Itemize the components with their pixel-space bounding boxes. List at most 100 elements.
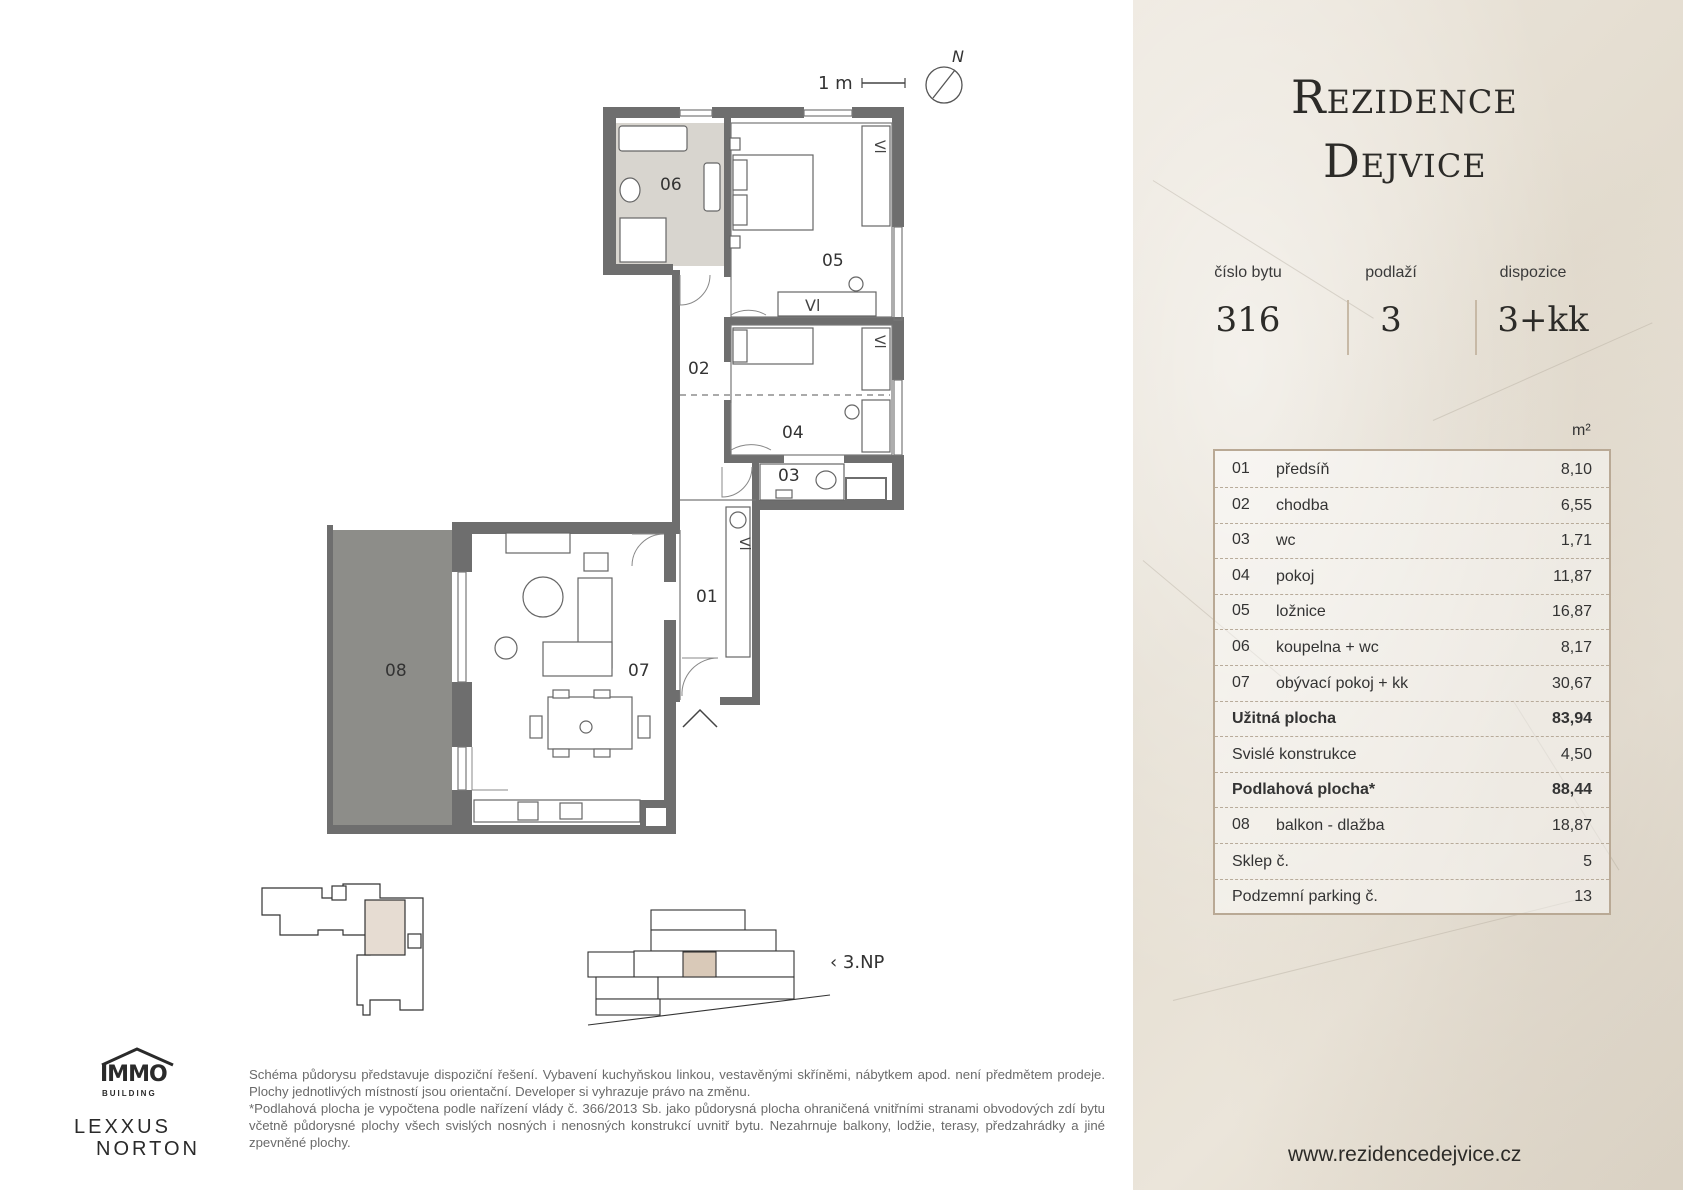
room-area: 1,71 xyxy=(1560,532,1592,550)
walls xyxy=(452,107,904,834)
room-number: 07 xyxy=(1232,673,1250,691)
table-row: 07 obývací pokoj + kk 30,67 xyxy=(1215,665,1609,702)
info-divider xyxy=(1475,300,1477,355)
windows xyxy=(457,109,903,791)
table-row: 05 ložnice 16,87 xyxy=(1215,593,1609,631)
table-row: Podzemní parking č. 13 xyxy=(1215,878,1609,914)
layout-value: 3+kk xyxy=(1497,300,1589,340)
table-row: 04 pokoj 11,87 xyxy=(1215,558,1609,595)
room-area: 6,55 xyxy=(1560,496,1592,514)
room-number: 01 xyxy=(1232,460,1250,477)
table-row: 06 koupelna + wc 8,17 xyxy=(1215,629,1609,666)
room-number: 02 xyxy=(1232,495,1250,513)
disclaimer: Schéma půdorysu představuje dispoziční ř… xyxy=(249,1066,1105,1151)
brand-title-line1: Rezidence xyxy=(1291,70,1518,124)
north-arrow-icon: N xyxy=(925,47,964,104)
bathroom-fixtures xyxy=(618,125,721,263)
room-area: 83,94 xyxy=(1551,710,1592,728)
wc-fixtures xyxy=(759,463,845,501)
room-label-02: 02 xyxy=(688,359,710,379)
room-area: 16,87 xyxy=(1551,603,1592,621)
scale-label: 1 m xyxy=(818,73,853,94)
table-row: 01 předsíň 8,10 xyxy=(1215,451,1609,488)
room-area: 30,67 xyxy=(1551,674,1592,692)
website-link[interactable]: www.rezidencedejvice.cz xyxy=(1288,1143,1522,1166)
table-row: Podlahová plocha* 88,44 xyxy=(1215,771,1609,809)
room-area: 18,87 xyxy=(1551,817,1592,834)
living-room-furniture xyxy=(473,532,651,823)
norton-logo: NORTON xyxy=(96,1138,200,1160)
room-name: Podlahová plocha* xyxy=(1232,781,1376,799)
immo-roof-icon xyxy=(101,1047,174,1067)
floor-label: podlaží xyxy=(1365,264,1417,281)
room-area: 13 xyxy=(1574,888,1592,906)
key-plan-site xyxy=(261,883,424,1016)
room-name: předsíň xyxy=(1276,461,1330,478)
table-row: 08 balkon - dlažba 18,87 xyxy=(1215,807,1609,844)
layout-label: dispozice xyxy=(1499,264,1567,281)
floor-value: 3 xyxy=(1380,300,1402,340)
room-name: ložnice xyxy=(1276,603,1326,621)
area-unit-label: m² xyxy=(1572,422,1591,439)
floor-plan: 1 m N xyxy=(261,47,964,1026)
room-area: 88,44 xyxy=(1551,781,1592,799)
room-area: 8,17 xyxy=(1560,639,1592,656)
fixture-label: Vl xyxy=(736,537,752,550)
brand-title-line2: Dejvice xyxy=(1323,134,1487,188)
room-name: Svislé konstrukce xyxy=(1232,745,1357,763)
table-row: Sklep č. 5 xyxy=(1215,843,1609,880)
immo-logo-sub: BUILDING xyxy=(102,1089,157,1098)
room-name: Podzemní parking č. xyxy=(1232,888,1378,906)
fixture-label: Vl xyxy=(805,296,820,315)
room-name: chodba xyxy=(1276,496,1329,514)
lexxus-logo: LEXXUS xyxy=(74,1116,171,1138)
room-area: 8,10 xyxy=(1560,461,1592,478)
area-table: 01 předsíň 8,10 02 chodba 6,55 03 wc 1,71 04 pokoj… xyxy=(1213,449,1611,915)
table-row: 03 wc 1,71 xyxy=(1215,522,1609,560)
room-name: wc xyxy=(1276,532,1296,550)
room-area: 4,50 xyxy=(1560,745,1592,763)
room-number: 04 xyxy=(1232,566,1250,584)
fixture-label: Vl xyxy=(871,140,887,153)
room-name: obývací pokoj + kk xyxy=(1276,674,1409,692)
room-area: 5 xyxy=(1583,852,1592,870)
room-label-03: 03 xyxy=(778,466,800,486)
table-row: Svislé konstrukce 4,50 xyxy=(1215,736,1609,773)
room-number: 03 xyxy=(1232,531,1250,549)
info-divider xyxy=(1347,300,1349,355)
info-panel: Rezidence Dejvice číslo bytu podlaží dis… xyxy=(1133,0,1683,1190)
table-row: 02 chodba 6,55 xyxy=(1215,487,1609,524)
room-number: 08 xyxy=(1232,816,1250,833)
fixture-label: Vl xyxy=(871,335,887,348)
door-swings xyxy=(471,274,772,791)
balcony-08 xyxy=(330,530,452,830)
table-row: Užitná plocha 83,94 xyxy=(1215,700,1609,738)
room-name: pokoj xyxy=(1276,567,1315,585)
interior-lines xyxy=(679,122,893,700)
room-number: 06 xyxy=(1232,638,1250,655)
room-label-08: 08 xyxy=(385,661,407,681)
room-name: balkon - dlažba xyxy=(1276,817,1385,834)
room-number: 05 xyxy=(1232,602,1250,620)
room-area: 11,87 xyxy=(1553,567,1592,585)
room-04-furniture xyxy=(732,327,891,453)
room-label-01: 01 xyxy=(696,587,718,607)
north-label: N xyxy=(952,47,964,66)
apartment-number-value: 316 xyxy=(1215,300,1281,340)
floor-indicator-label: ‹ 3.NP xyxy=(830,952,885,973)
immo-logo: IMMO xyxy=(100,1062,168,1087)
room-name: Sklep č. xyxy=(1232,852,1289,870)
entry-wardrobe xyxy=(725,506,751,658)
room-name: Užitná plocha xyxy=(1232,710,1337,728)
room-name: koupelna + wc xyxy=(1276,639,1379,656)
room-label-05: 05 xyxy=(822,251,844,271)
room-label-04: 04 xyxy=(782,423,804,443)
disclaimer-footnote: *Podlahová plocha je vypočtena podle nař… xyxy=(249,1101,1105,1150)
bedroom-furniture xyxy=(729,125,891,317)
floor-plan-area: 1 m N xyxy=(74,47,1105,1160)
room-label-07: 07 xyxy=(628,661,650,681)
room-label-06: 06 xyxy=(660,175,682,195)
entrance-arrow-icon xyxy=(682,708,718,728)
disclaimer-text: Schéma půdorysu představuje dispoziční ř… xyxy=(249,1067,1105,1099)
apartment-number-label: číslo bytu xyxy=(1214,264,1282,281)
